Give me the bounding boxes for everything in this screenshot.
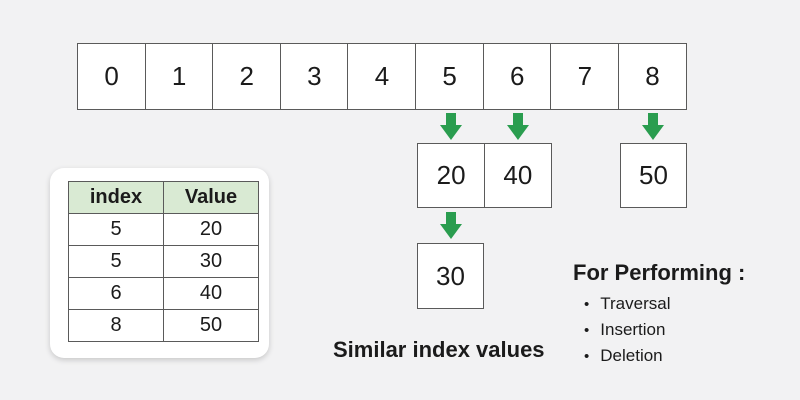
list-item-label: Deletion <box>600 346 663 365</box>
bullet-marker: • <box>584 321 590 339</box>
table-row: 6 40 <box>68 277 259 310</box>
array-cell: 7 <box>550 43 620 110</box>
array-cell: 5 <box>415 43 485 110</box>
table-cell-index: 5 <box>68 213 164 246</box>
bullet-marker: • <box>584 347 590 365</box>
table-row: 5 30 <box>68 245 259 278</box>
array-cell: 4 <box>347 43 417 110</box>
down-arrow-icon <box>506 113 530 140</box>
value-box-20: 20 <box>417 143 486 208</box>
array-cell: 1 <box>144 43 214 110</box>
table-cell-value: 20 <box>163 213 259 246</box>
list-item: • Deletion <box>573 343 745 369</box>
table-row: 8 50 <box>68 309 259 342</box>
array-cell: 6 <box>482 43 552 110</box>
for-performing-title: For Performing : <box>573 260 746 285</box>
array-cell: 8 <box>617 43 687 110</box>
down-arrow-icon <box>439 212 463 239</box>
index-value-table: index Value 5 20 5 30 6 40 8 50 <box>68 181 259 342</box>
array-cell: 3 <box>279 43 349 110</box>
index-array: 0 1 2 3 4 5 6 7 8 <box>77 43 687 110</box>
table-header-row: index Value <box>68 181 259 214</box>
list-item: • Traversal <box>573 291 745 317</box>
list-item-label: Insertion <box>600 320 666 339</box>
table-cell-value: 50 <box>163 309 259 342</box>
table-cell-index: 6 <box>68 277 164 310</box>
value-box-30: 30 <box>417 243 484 309</box>
array-cell: 2 <box>212 43 282 110</box>
table-row: 5 20 <box>68 213 259 246</box>
table-cell-index: 5 <box>68 245 164 278</box>
down-arrow-icon <box>439 113 463 140</box>
list-item-label: Traversal <box>600 294 671 313</box>
value-box-pair: 20 40 <box>417 143 552 208</box>
array-cell: 0 <box>77 43 147 110</box>
caption-similar-index-values: Similar index values <box>333 337 545 362</box>
list-item: • Insertion <box>573 317 745 343</box>
down-arrow-icon <box>641 113 665 140</box>
for-performing-section: For Performing : • Traversal • Insertion… <box>573 260 745 369</box>
table-cell-index: 8 <box>68 309 164 342</box>
value-box-50: 50 <box>620 143 687 208</box>
table-header-index: index <box>68 181 164 214</box>
table-cell-value: 40 <box>163 277 259 310</box>
value-box-40: 40 <box>483 143 552 208</box>
table-header-value: Value <box>163 181 259 214</box>
table-cell-value: 30 <box>163 245 259 278</box>
for-performing-list: • Traversal • Insertion • Deletion <box>573 291 745 369</box>
bullet-marker: • <box>584 295 590 313</box>
